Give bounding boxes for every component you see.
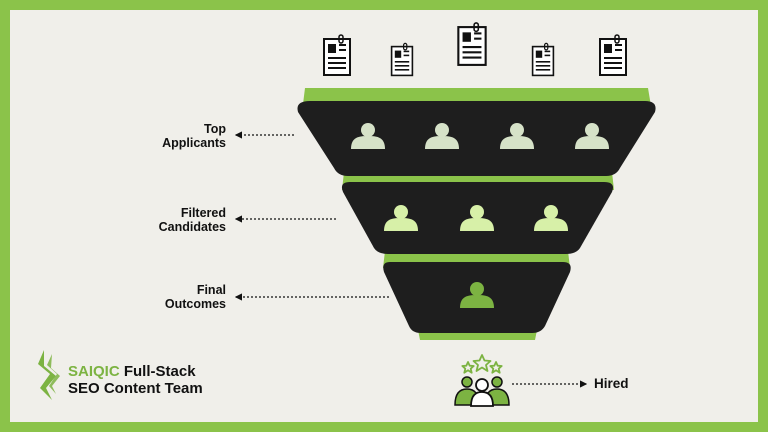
saiqic-logo-icon <box>38 350 60 400</box>
stage-label-top-applicants: Top Applicants <box>120 122 226 150</box>
resume-icon <box>599 34 627 76</box>
stage-3-label-line2: Outcomes <box>164 297 226 311</box>
stage-2-label-line2: Candidates <box>158 220 226 234</box>
hired-label: Hired <box>594 376 629 391</box>
stage-label-final-outcomes: Final Outcomes <box>120 283 226 311</box>
stage-2-label-line1: Filtered <box>180 206 226 220</box>
hired-team-icon <box>454 354 510 407</box>
resume-icon <box>323 34 351 76</box>
stage-1-label-line1: Top <box>204 122 226 136</box>
brand-line1: SAIQIC Full-Stack <box>68 363 203 380</box>
stage-3-label-line1: Final <box>196 283 226 297</box>
brand-accent: SAIQIC <box>68 363 120 380</box>
brand-name: SAIQIC Full-Stack SEO Content Team <box>68 363 203 397</box>
resume-icon <box>531 42 555 77</box>
brand-line2: SEO Content Team <box>68 380 203 397</box>
resume-icon <box>457 21 487 66</box>
funnel-stage-1 <box>297 101 656 176</box>
stage-label-filtered-candidates: Filtered Candidates <box>120 206 226 234</box>
stage-1-label-line2: Applicants <box>162 136 226 150</box>
brand-line1-rest: Full-Stack <box>119 363 196 380</box>
resume-icon <box>390 42 414 77</box>
